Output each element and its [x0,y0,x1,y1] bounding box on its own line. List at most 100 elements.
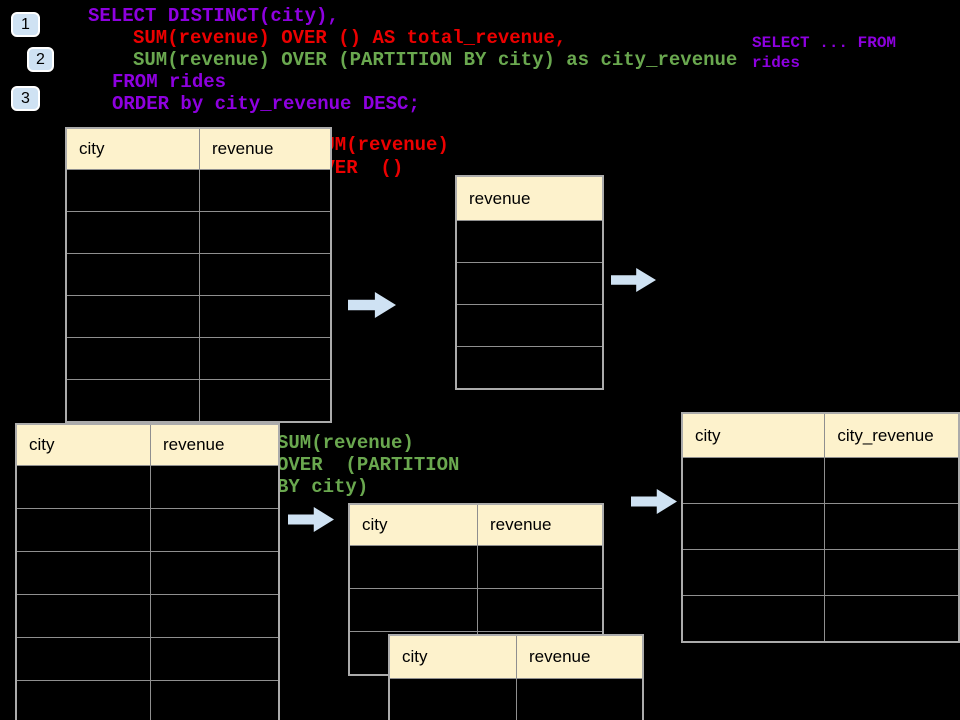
table-row [455,304,604,347]
table-cell [477,545,604,589]
code-line: OVER (PARTITION [277,454,460,476]
table-row [348,545,604,589]
table-row [455,220,604,263]
table-row [15,637,280,681]
right-arrow-icon [288,507,334,532]
code-line: SUM(revenue) [277,432,414,454]
table-row [15,508,280,552]
code-line: FROM rides [112,71,227,93]
table-cell [65,295,200,338]
table-cell [824,549,960,596]
right-arrow-icon [611,268,656,292]
table-cell [388,678,517,720]
table-cell [15,594,151,638]
column-header: city [681,412,826,458]
table-cell [348,545,478,589]
table-row [65,379,332,423]
code-line: OVER () [312,157,404,179]
code-line: SUM(revenue) [312,134,449,156]
table-cell [150,594,280,638]
table-cell [477,588,604,632]
table-cell [681,457,826,504]
column-header: revenue [199,127,332,170]
column-header: revenue [150,423,280,466]
table-row [348,588,604,632]
code-line: SELECT DISTINCT(city), [88,5,339,27]
table-cell [681,503,826,550]
right-arrow-icon [348,292,396,318]
table-cell [65,379,200,423]
table-cell [150,465,280,509]
table-cell [199,295,332,338]
column-header: revenue [516,634,644,679]
table-cell [15,680,151,720]
table-row [65,211,332,254]
table-cell [15,508,151,552]
step-badge-2: 2 [27,47,54,72]
column-header: city [388,634,517,679]
code-line: rides [752,54,801,72]
table-cell [150,508,280,552]
right-arrow-icon [631,489,677,514]
table-row [681,549,960,596]
table-cell [824,457,960,504]
sql-query-code: SELECT DISTINCT(city),SUM(revenue) OVER … [88,5,737,115]
table-cell [199,253,332,296]
table-cell [65,211,200,254]
table-cell [15,551,151,595]
column-header: city [15,423,151,466]
table-cell [15,637,151,681]
step-badge-3: 3 [11,86,40,111]
table-row [455,346,604,390]
table-cell [65,337,200,380]
table-cell [681,549,826,596]
table-cell [150,551,280,595]
table-cell [681,595,826,643]
table-cell [65,253,200,296]
table-cell [455,304,604,347]
column-header: revenue [455,175,604,221]
column-header: city_revenue [824,412,960,458]
table-cell [455,262,604,305]
table-row [15,551,280,595]
table-cell [348,588,478,632]
table-cell [455,220,604,263]
column-header: city [348,503,478,546]
table-row [681,457,960,504]
table-row [455,262,604,305]
table-row [681,503,960,550]
code-line: BY city) [277,476,369,498]
table-cell [150,637,280,681]
table-cell [455,346,604,390]
column-header: revenue [477,503,604,546]
code-line: ORDER by city_revenue DESC; [112,93,420,115]
total-revenue-annotation: SUM(revenue)OVER () [312,134,449,180]
table-row [65,169,332,212]
table-row [65,295,332,338]
table-row [15,465,280,509]
total-revenue-result-table: revenue [455,175,604,390]
step-badge-1: 1 [11,12,40,37]
table-cell [199,379,332,423]
table-cell [199,169,332,212]
table-cell [516,678,644,720]
table-cell [65,169,200,212]
table-cell [150,680,280,720]
table-row [388,678,644,720]
code-line: SUM(revenue) OVER () AS total_revenue, [133,27,567,49]
table-cell [199,211,332,254]
code-line: SUM(revenue) OVER (PARTITION BY city) as… [133,49,738,71]
table-row [15,594,280,638]
table-row [681,595,960,643]
